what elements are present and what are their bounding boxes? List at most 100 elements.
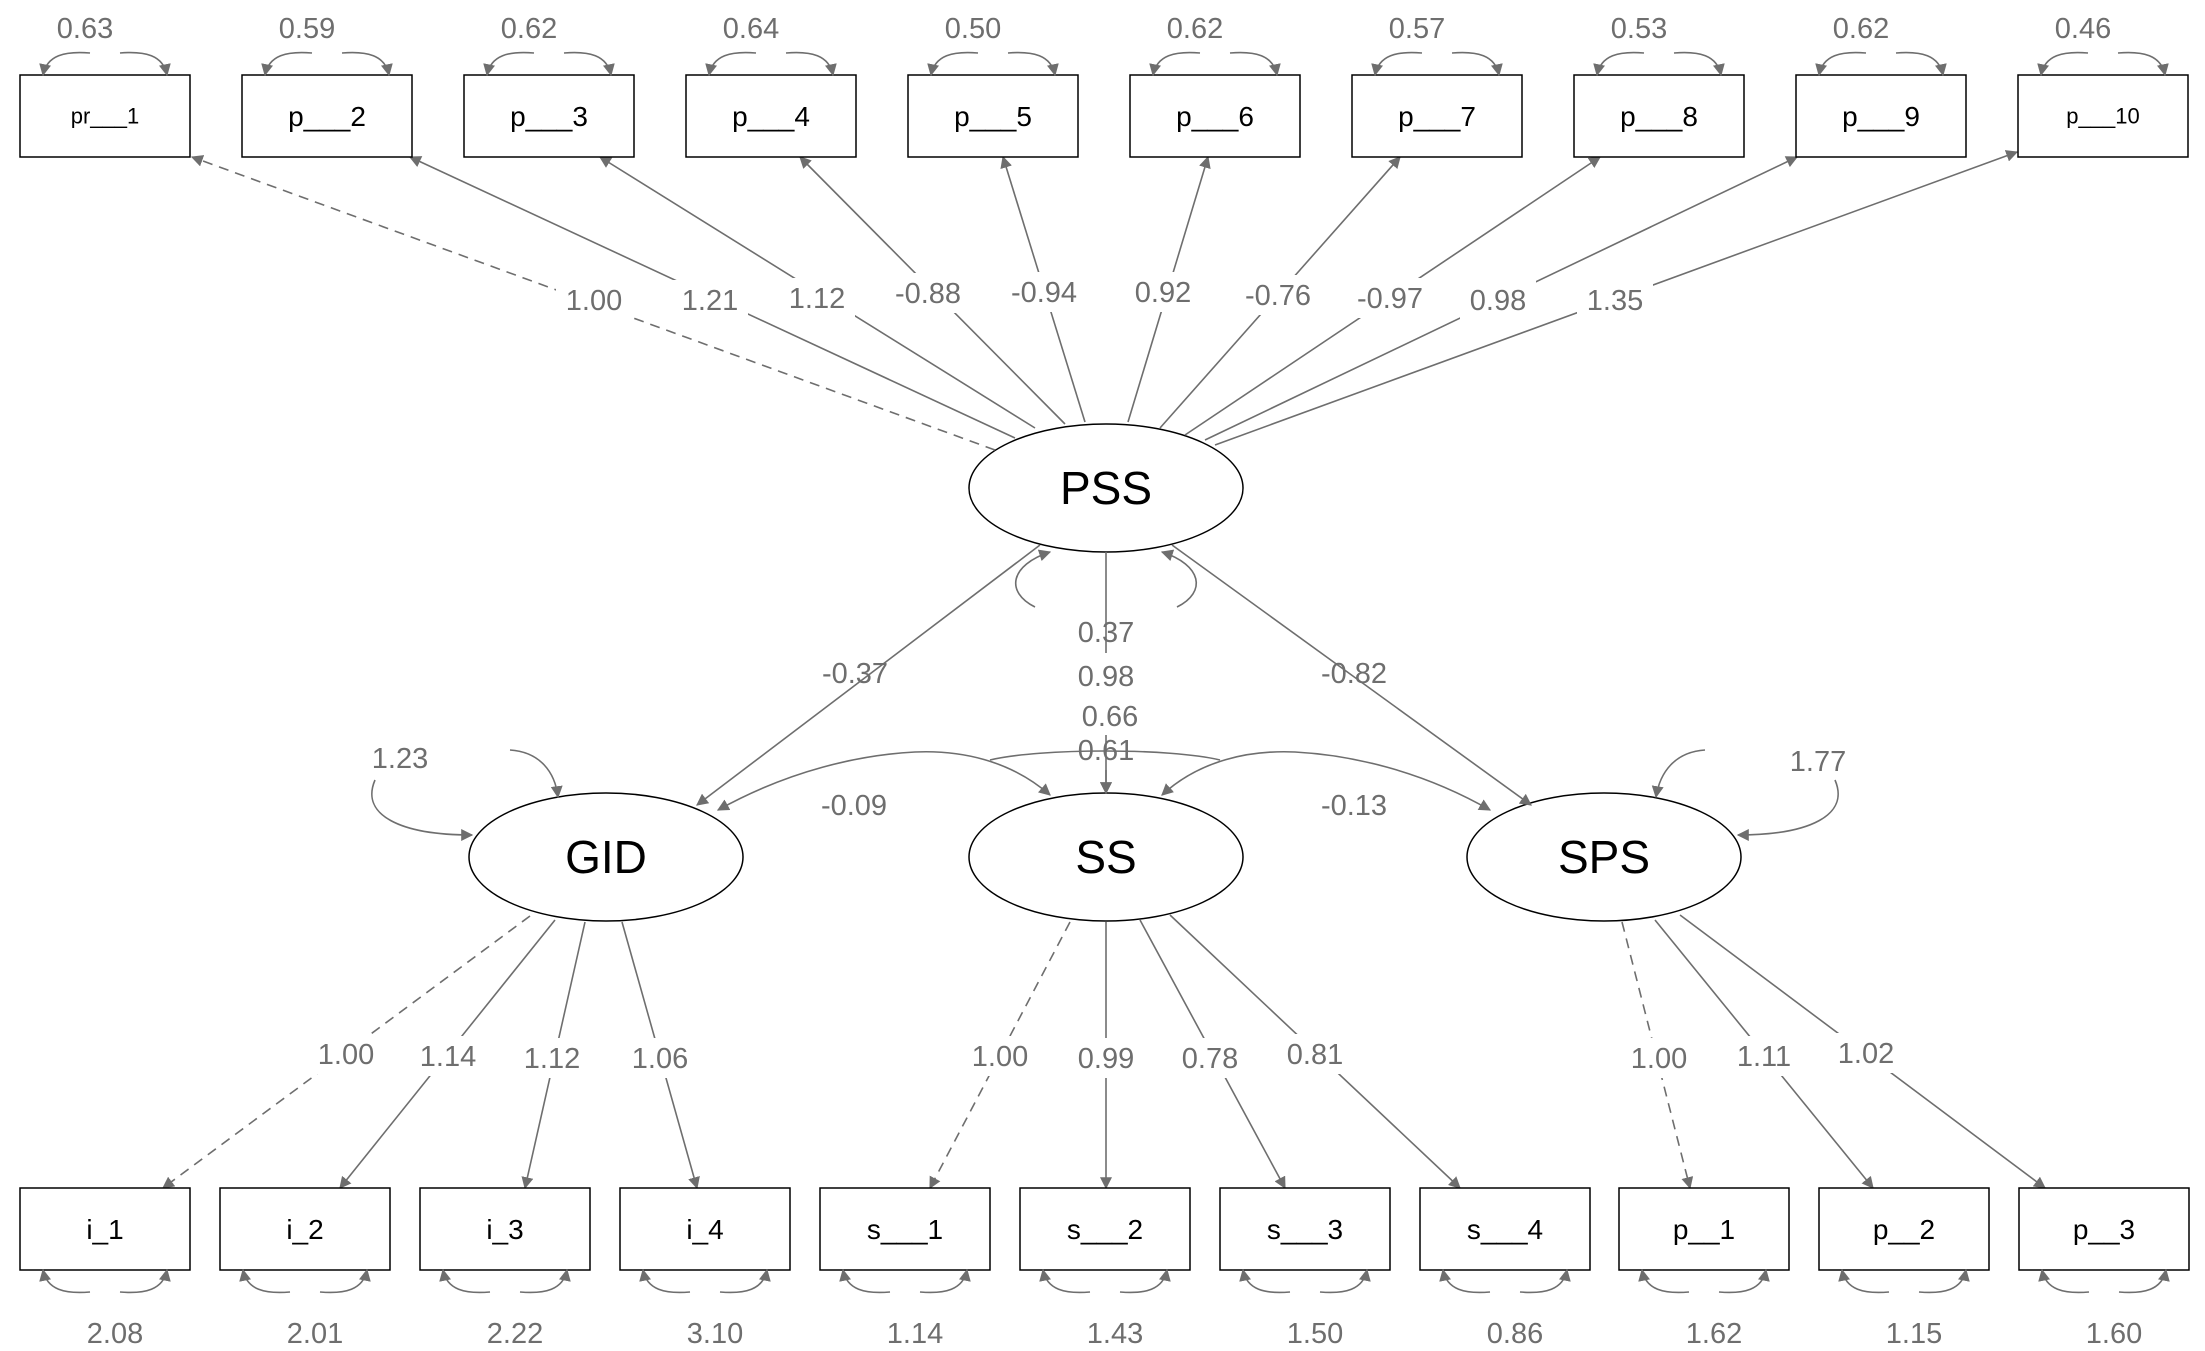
sps-variance-arrow-right [1736,779,1839,841]
gid-loading-value-3: 1.12 [524,1043,580,1075]
pss-indicator-6: 0.92p___60.62 [1125,13,1301,423]
gid-indicator-4: 1.06 i_4 3.10 [619,921,791,1350]
ss-indicator-box-2 [1019,1187,1191,1271]
gid-residual-arrow-right-3 [519,1268,571,1294]
gid-loading-value-1: 1.00 [318,1039,374,1071]
gid-loading-label-bg-2 [410,1036,486,1076]
ss-residual-arrow-left-1 [839,1268,891,1294]
ss-indicator-3: 0.78s___31.50 [1139,919,1391,1350]
pss-loading-value-3: 1.12 [789,283,845,315]
ss-indicator-box-1 [819,1187,991,1271]
cov-gid-ss-label-bg [810,783,898,823]
sps-residual-arrow-left-1 [1638,1268,1690,1294]
gid-indicator-label-2: i_2 [286,1214,323,1245]
sps-indicator-box-3 [2018,1187,2190,1271]
cov-ss-sps-value: -0.13 [1321,790,1387,822]
pss-loading-label-bg-9 [1460,280,1536,320]
pss-variance-arrow-left [1014,549,1052,608]
ss-indicator-box-4 [1419,1187,1591,1271]
pss-loading-label-bg-1 [556,280,632,320]
ss-indicator-label-2: s___2 [1067,1214,1143,1245]
gid-residual-value-4: 3.10 [687,1318,743,1350]
pss-indicator-box-10 [2017,74,2189,158]
ss-loading-label-bg-3 [1172,1038,1248,1078]
ss-loading-value-4: 0.81 [1287,1039,1343,1071]
pss-residual-arrow-left-5 [927,51,979,77]
sps-variance-value: 1.77 [1790,746,1846,778]
sps-indicator-2: 1.11p__21.15 [1654,919,1990,1350]
pss-loading-label-bg-5 [1006,272,1082,312]
pss-indicator-box-6 [1129,74,1301,158]
gid-loading-label-bg-4 [622,1038,698,1078]
pss-loading-value-4: -0.88 [895,278,961,310]
sps-indicator-box-2 [1818,1187,1990,1271]
pss-indicator-box-8 [1573,74,1745,158]
gid-residual-arrow-left-2 [239,1268,291,1294]
latent-pss: PSS [968,423,1244,553]
pss-loading-value-8: -0.97 [1357,283,1423,315]
pss-indicator-box-2 [241,74,413,158]
pss-residual-arrow-right-7 [1451,51,1503,77]
pss-residual-arrow-left-4 [705,51,757,77]
ss-residual-arrow-right-4 [1519,1268,1571,1294]
sps-residual-value-2: 1.15 [1886,1318,1942,1350]
latent-gid-label: GID [565,831,647,883]
path-pss-sps-value: -0.82 [1321,658,1387,690]
sps-indicator-1: 1.00p__11.62 [1618,921,1790,1350]
gid-indicator-box-4 [619,1187,791,1271]
pss-indicator-box-3 [463,74,635,158]
pss-residual-arrow-right-10 [2117,51,2169,77]
sps-indicator-label-3: p__3 [2073,1214,2135,1245]
pss-loading-label-bg-4 [890,273,966,313]
ss-residual-value-2: 1.43 [1087,1318,1143,1350]
pss-indicator-label-2: p___2 [288,101,366,132]
cov-ss-sps [1161,750,1492,811]
sps-residual-value-1: 1.62 [1686,1318,1742,1350]
cov-gid-ss-value: -0.09 [821,790,887,822]
pss-indicator-label-4: p___4 [732,101,810,132]
pss-loading-value-2: 1.21 [682,285,738,317]
pss-indicator-label-1: pr___1 [71,104,140,129]
gid-residual-arrow-left-1 [39,1268,91,1294]
ss-indicator-4: 0.81s___40.86 [1169,914,1591,1350]
gid-indicators: 1.00i_12.081.14i_22.011.12i_32.221.06i_4… [19,915,791,1350]
pss-loading-label-bg-3 [779,278,855,318]
sps-residual-arrow-left-3 [2038,1268,2090,1294]
sps-indicators: 1.00p__11.621.11p__21.151.02p__31.60 [1618,914,2190,1350]
ss-indicator-label-3: s___3 [1267,1214,1343,1245]
pss-indicator-9: 0.98p___90.62 [1204,13,1967,441]
pss-residual-arrow-left-1 [39,51,91,77]
gid-indicator-label-4: i_4 [686,1214,723,1245]
gid-loading-label-bg-3 [514,1038,590,1078]
pss-indicator-box-5 [907,74,1079,158]
ss-indicator-2: 0.99s___21.43 [1019,922,1191,1350]
pss-residual-value-6: 0.62 [1167,13,1223,45]
pss-residual-value-10: 0.46 [2055,13,2111,45]
ss-residual-value-3: 1.50 [1287,1318,1343,1350]
pss-variance-arrow-right [1160,549,1198,608]
pss-indicator-4: -0.88p___40.64 [685,13,1066,425]
latent-sps-label: SPS [1558,831,1650,883]
pss-loading-label-bg-8 [1352,278,1428,318]
pss-indicator-3: 1.12p___30.62 [463,13,1036,429]
gid-indicator-1: 1.00i_12.08 [19,915,531,1350]
gid-indicator-label-1: i_1 [86,1214,123,1245]
path-pss-gid [696,544,1041,806]
gid-residual-arrow-left-4 [639,1268,691,1294]
pss-residual-value-1: 0.63 [57,13,113,45]
ss-loading-label-bg-2 [1068,1038,1144,1078]
pss-indicator-box-9 [1795,74,1967,158]
pss-loading-label-bg-6 [1125,272,1201,312]
pss-indicator-label-9: p___9 [1842,101,1920,132]
gid-loading-value-4: 1.06 [632,1043,688,1075]
ss-indicator-label-1: s___1 [867,1214,943,1245]
gid-loading-value-2: 1.14 [420,1041,476,1073]
gid-residual-arrow-right-1 [119,1268,171,1294]
pss-indicator-2: 1.21p___20.59 [241,13,1016,439]
pss-residual-value-7: 0.57 [1389,13,1445,45]
pss-indicator-8: -0.97p___80.53 [1184,13,1745,436]
pss-indicator-box-7 [1351,74,1523,158]
pss-indicator-box-1 [19,74,191,158]
pss-indicator-label-7: p___7 [1398,101,1476,132]
